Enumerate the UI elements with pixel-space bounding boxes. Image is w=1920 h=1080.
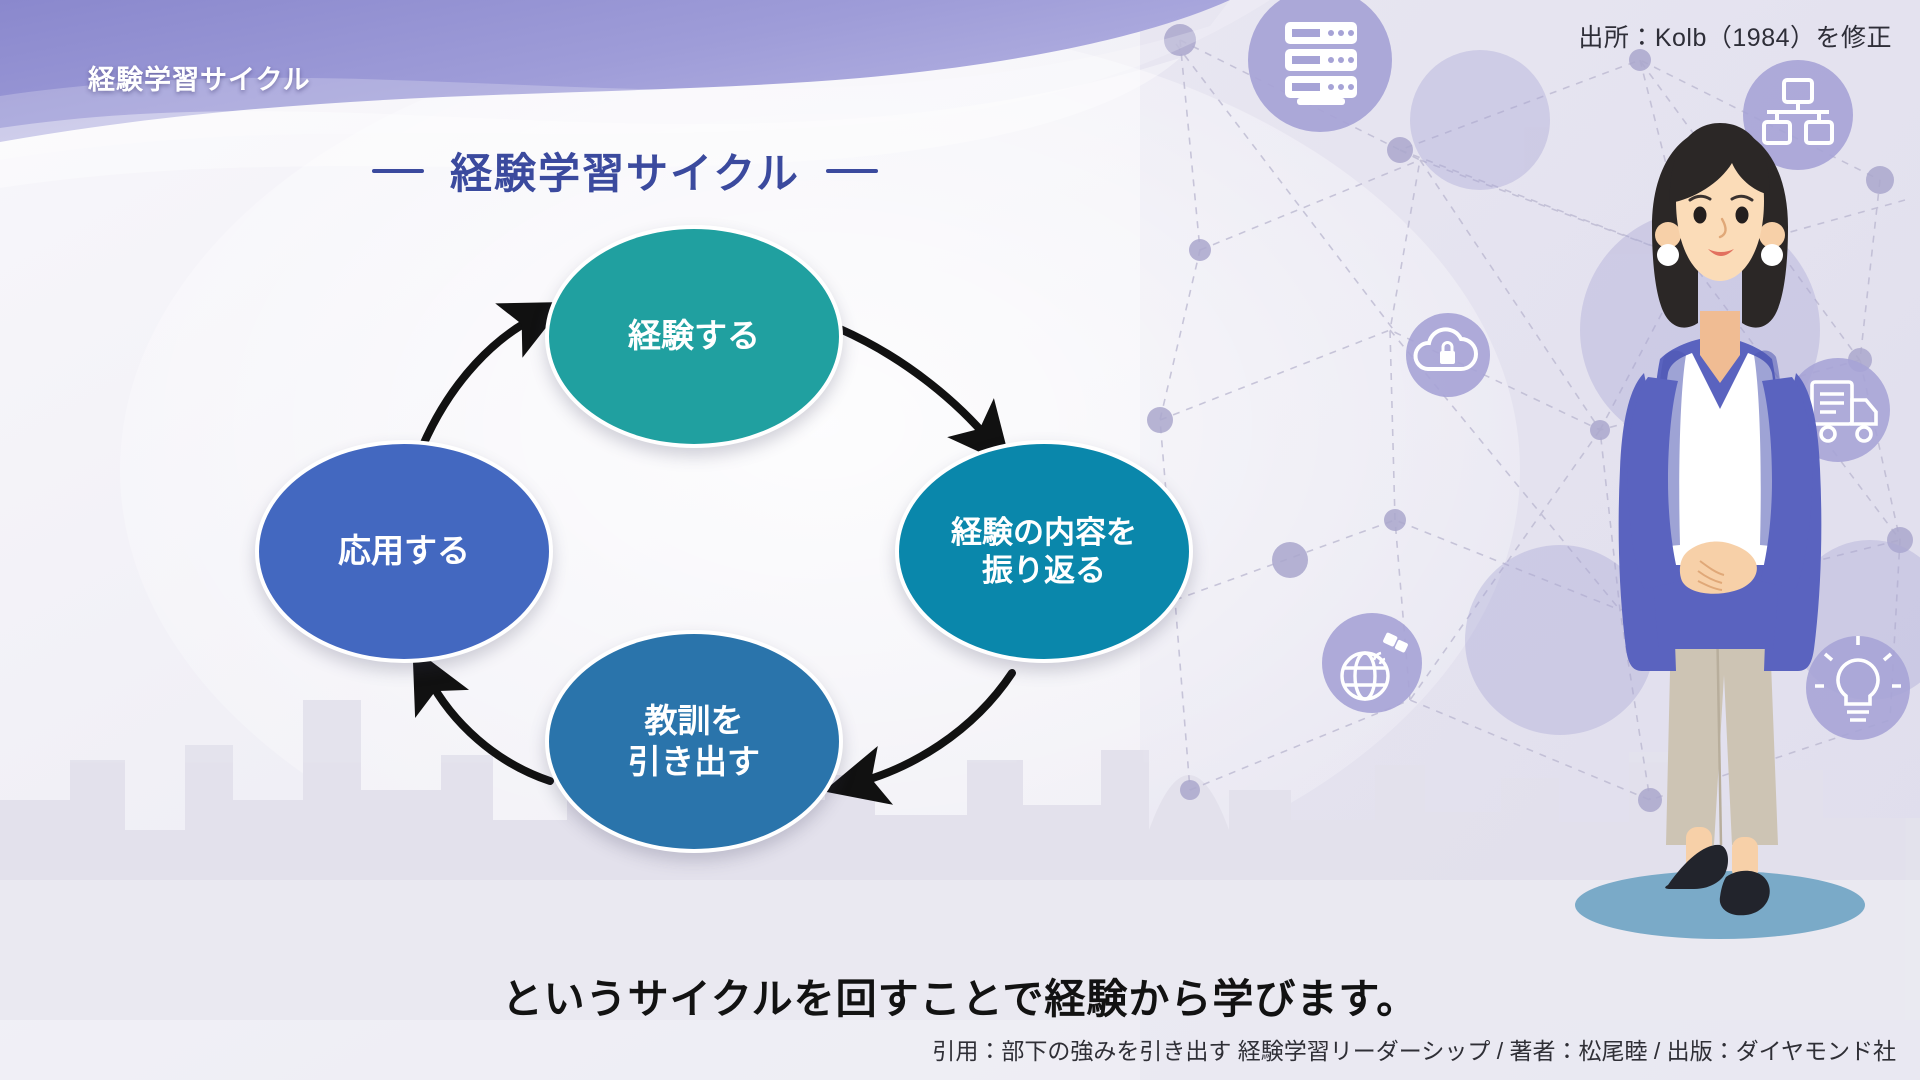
cycle-node-lesson[interactable]: 教訓を引き出す [545,630,843,853]
shoe-left [1665,844,1728,889]
cycle-arrows [412,301,1016,805]
floor-ellipse [1575,871,1865,939]
arrow-experience-to-reflect [836,325,1012,467]
page-title-text: 経験学習サイクル [450,150,800,197]
globe-satellite-icon [1322,613,1422,713]
shoe-right [1719,870,1770,916]
neck [1700,311,1740,383]
arrow-apply-to-experience [414,301,567,461]
cycle-node-reflect[interactable]: 経験の内容を振り返る [895,440,1193,663]
eye-right [1735,206,1749,224]
arrow-reflect-to-lesson [823,669,1016,805]
summary-caption: というサイクルを回すことで経験から学びます。 [501,976,1419,1022]
arrow-lesson-to-apply [412,647,554,785]
server-rack-icon [1248,0,1392,132]
trousers [1666,585,1778,845]
header-band-title: 経験学習サイクル [88,65,311,95]
mouth [1708,249,1734,256]
cycle-node-label: 応用する [338,532,470,570]
sitemap-icon [1743,60,1853,170]
businesswoman-illustration [1575,123,1865,939]
cycle-node-experience[interactable]: 経験する [545,225,843,448]
shirt [1663,353,1777,565]
earring-right [1761,244,1783,266]
cloud-lock-icon [1406,313,1490,397]
experiential-learning-cycle: 経験する 経験の内容を振り返る 教訓を引き出す 応用する [255,225,1193,865]
cycle-node-label: 教訓を引き出す [628,702,760,780]
cycle-node-label: 経験する [628,317,760,355]
hair-fringe [1669,123,1770,203]
page-title: 経験学習サイクル [0,140,1250,201]
heading-dash-left [372,168,425,173]
source-note: 出所：Kolb（1984）を修正 [1578,24,1892,52]
lightbulb-icon [1806,636,1910,740]
eye-left [1693,206,1707,224]
earring-left [1657,244,1679,266]
heading-dash-right [825,168,878,173]
header-band-shape [0,0,1270,188]
citation-line: 引用：部下の強みを引き出す 経験学習リーダーシップ / 著者：松尾睦 / 出版：… [932,1038,1896,1064]
cycle-node-apply[interactable]: 応用する [255,440,553,663]
cycle-node-label: 経験の内容を振り返る [951,514,1137,588]
